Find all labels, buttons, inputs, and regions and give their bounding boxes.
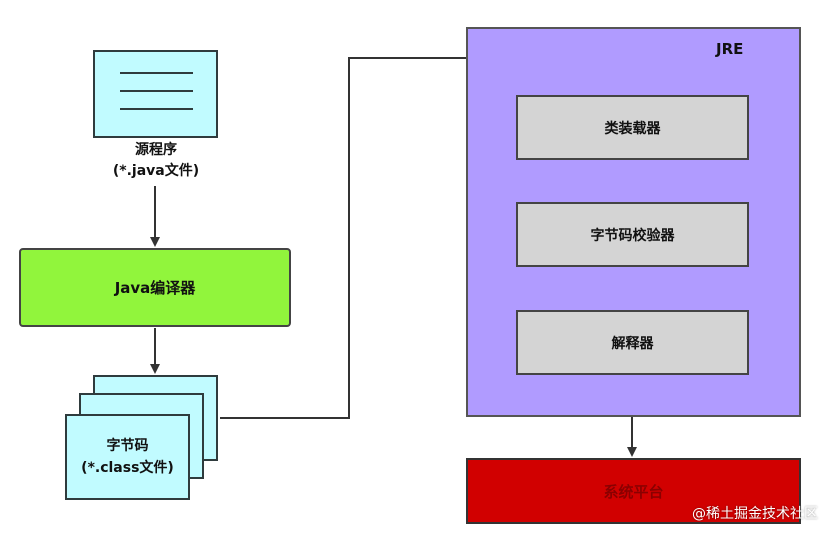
java-compiler-box: Java编译器: [19, 248, 291, 327]
source-document-icon: [93, 50, 218, 138]
document-line: [120, 72, 193, 74]
interpreter-box: 解释器: [516, 310, 749, 375]
java-compiler-label: Java编译器: [114, 279, 196, 297]
source-label-line2: (*.java文件): [112, 163, 200, 179]
bytecode-label-line2: (*.class文件): [81, 460, 174, 476]
system-platform-box: 系统平台: [466, 458, 801, 524]
bytecode-page-front: 字节码 (*.class文件): [65, 414, 190, 500]
source-label-line1: 源程序: [135, 142, 177, 158]
document-line: [120, 108, 193, 110]
interpreter-label: 解释器: [611, 335, 654, 352]
class-loader-box: 类装载器: [516, 95, 749, 160]
bytecode-label-line1: 字节码: [106, 438, 149, 454]
watermark: @稀土掘金技术社区: [692, 506, 818, 522]
class-loader-label: 类装载器: [604, 120, 661, 137]
system-platform-label: 系统平台: [603, 482, 664, 501]
bytecode-verifier-label: 字节码校验器: [590, 227, 675, 244]
document-line: [120, 90, 193, 92]
bytecode-label: 字节码 (*.class文件): [81, 435, 174, 479]
jre-title: JRE: [716, 40, 744, 58]
bytecode-verifier-box: 字节码校验器: [516, 202, 749, 267]
source-label: 源程序 (*.java文件): [80, 140, 232, 182]
